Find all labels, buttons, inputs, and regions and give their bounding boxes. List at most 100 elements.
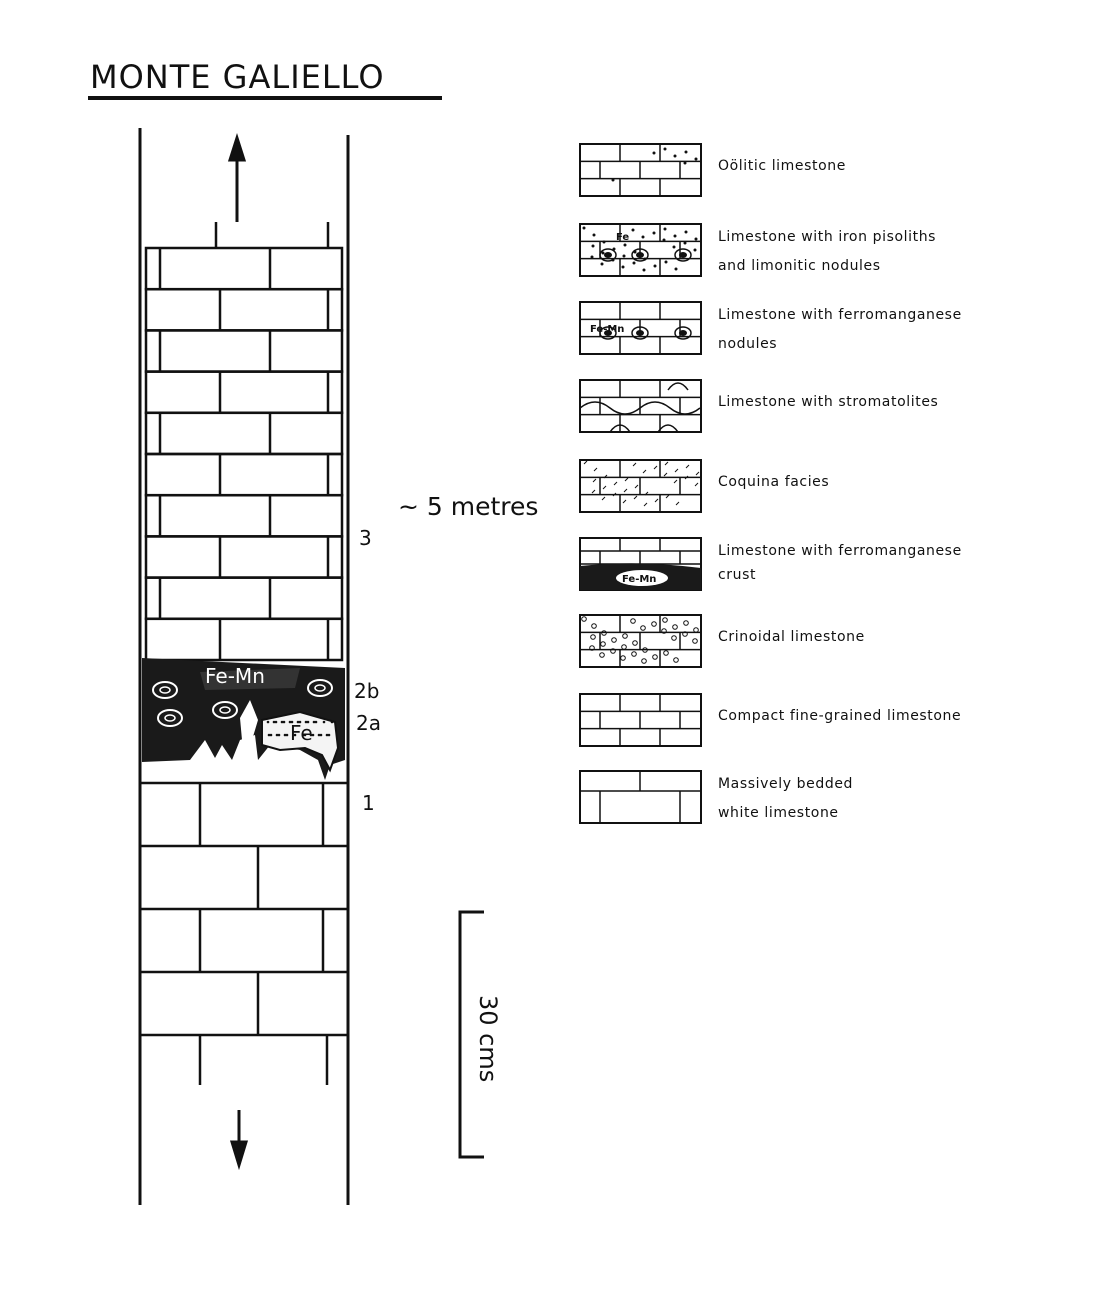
legend-label-continued: and limonitic nodules [718,258,881,274]
pisolith-dot [312,720,316,724]
legend-item-oolitic: Oölitic limestone [579,143,845,197]
swatch-grain [631,651,637,657]
swatch-grain [643,502,648,507]
legend-label: Compact fine-grained limestone [718,708,961,724]
pisolith-dot [290,720,294,724]
brick-row [144,576,344,621]
swatch-grain [622,499,627,504]
swatch-nodule [674,326,692,340]
swatch-grain [675,501,680,506]
swatch-grain [684,475,689,480]
swatch-grain [673,234,677,238]
swatch-grain [653,465,658,470]
swatch-tag: Fe-Mn [590,324,624,335]
column-label-fe: Fe [290,721,313,745]
ferromanganese-nodule [307,679,333,697]
pisolith-dot [266,720,270,724]
brick-row [144,370,344,415]
swatch-grain [665,494,670,499]
pisolith-dot [285,733,289,737]
legend-label: Limestone with ferromanganese [718,543,962,559]
legend-item-stromatolites: Limestone with stromatolites [579,379,938,433]
swatch-grain [602,240,606,244]
swatch-grain [672,245,676,249]
swatch-grain [601,630,607,636]
swatch-grain [633,495,638,500]
swatch-grain [664,260,668,264]
swatch-grain [610,648,616,654]
swatch-grain [694,237,698,241]
pisolith-dot [288,720,292,724]
ferromanganese-nodule [219,706,231,714]
brick-row [144,617,344,662]
legend-label: Coquina facies [718,474,829,490]
legend-item-compact: Compact fine-grained limestone [579,693,961,747]
fe-mn-band [200,668,300,690]
pisolith-dot [274,720,278,724]
swatch-grain [632,462,637,467]
swatch-grain [592,478,597,483]
swatch-grain [695,471,700,476]
swatch-grain [623,243,627,247]
swatch-grain [693,627,699,633]
swatch-grain [632,640,638,646]
arrow-down-icon [229,1110,249,1171]
ferromanganese-nodule [314,684,326,692]
brick-row [144,287,344,332]
pisolith-dot [319,733,323,737]
swatch-grain [654,498,659,503]
scale-bar-label: 30 cms [474,995,502,1082]
white-limestone-patch [240,700,258,740]
pisolith-dot [314,720,318,724]
brick-row [144,411,344,456]
fe-mn-crust-layer [142,658,345,780]
swatch-grain [653,264,657,268]
legend-label: Limestone with ferromanganese [718,307,962,323]
swatch-grain [663,650,669,656]
swatch-grain [613,481,618,486]
swatch-grain [640,625,646,631]
swatch-grain [622,633,628,639]
pisolith-dot [311,733,315,737]
pisolith-dot [277,733,281,737]
swatch-grain [683,161,687,165]
swatch-grain [642,268,646,272]
swatch-grain [682,631,688,637]
swatch-grain [641,235,645,239]
swatch-grain [581,616,587,622]
swatch-grain [663,227,667,231]
swatch-tag: Fe [616,232,629,243]
swatch-grain [673,154,677,158]
swatch-grain [684,150,688,154]
swatch-grain [583,460,588,465]
swatch-nodule [631,248,649,262]
swatch-grain [642,647,648,653]
swatch-grain [672,624,678,630]
pisolith-dot [303,733,307,737]
pisolith-dot [293,733,297,737]
swatch-nodule [679,330,687,336]
horizon-label-3: 3 [359,526,372,550]
swatch-grain [621,265,625,269]
ferromanganese-nodule [157,709,183,727]
swatch-grain [671,635,677,641]
swatch-grain [624,477,629,482]
iron-nodule-patch [261,710,340,773]
swatch-grain [600,262,604,266]
scale-bar [458,910,484,1159]
ferromanganese-nodule [152,681,178,699]
swatch-grain [673,657,679,663]
swatch-grain [693,248,697,252]
swatch-nodule [599,248,617,262]
pisolith-dot [309,733,313,737]
horizon-label-2b: 2b [354,679,379,703]
ferromanganese-nodule [164,714,176,722]
swatch-grain [601,496,606,501]
pisolith-dot [275,733,279,737]
swatch-grain [591,244,595,248]
pisolith-dot [280,720,284,724]
pisolith-dot [267,733,271,737]
